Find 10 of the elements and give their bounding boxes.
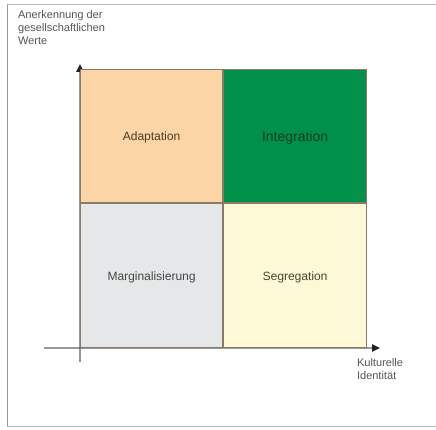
quadrant-label: Segregation: [262, 268, 328, 282]
x-axis-label: Kulturelle Identität: [357, 357, 404, 383]
segregation-quadrant: [223, 203, 367, 348]
integration-quadrant: [223, 69, 367, 203]
y-axis-label: Anerkennung der gesellschaftlichen Werte: [18, 9, 106, 48]
quadrant-label: Marginalisierung: [107, 268, 196, 282]
adaptation-quadrant: [80, 69, 223, 203]
quadrant-label: Adaptation: [122, 129, 180, 143]
marginalisation-quadrant: [80, 203, 223, 348]
quadrant-label: Integration: [262, 128, 328, 144]
